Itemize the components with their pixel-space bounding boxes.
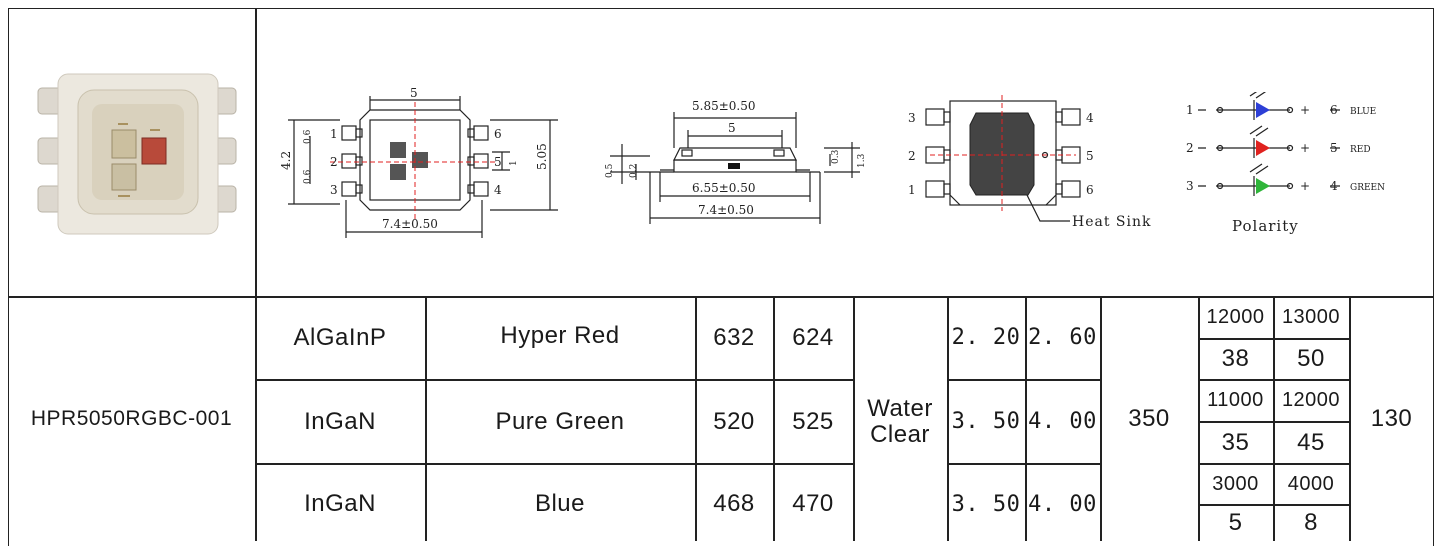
wl-min-cell: 468 <box>713 490 755 517</box>
image-row <box>8 8 1434 298</box>
dim-bottom: 7.4±0.50 <box>382 217 438 231</box>
top-view-drawing: 5 7.4±0.50 4.2 5.05 0.6 0.6 1 1 2 3 4 5 … <box>279 86 558 238</box>
side-dim: 6.55±0.50 <box>692 181 756 195</box>
lm-max-cell: 45 <box>1297 428 1325 456</box>
vf-min-cell: 2. 20 <box>951 325 1021 350</box>
pin-label: 6 <box>494 127 502 141</box>
pin-label: 3 <box>330 183 338 197</box>
material-cell: InGaN <box>304 490 376 517</box>
green-led-symbol <box>1256 178 1270 194</box>
spec-table <box>8 296 1434 546</box>
iv-min-cell: 11000 <box>1207 389 1264 411</box>
color-cell: Blue <box>534 490 586 517</box>
pol-left: 1 <box>1186 103 1194 117</box>
svg-text:+: + <box>1300 179 1310 193</box>
pin-label: 2 <box>330 155 338 169</box>
pol-right: 4 <box>1330 179 1338 193</box>
vf-max-cell: 4. 00 <box>1028 491 1097 517</box>
blue-led-symbol <box>1256 102 1270 118</box>
wl-max-cell: 470 <box>792 490 834 517</box>
pin-label: 5 <box>1086 149 1094 163</box>
vf-min-cell: 3. 50 <box>951 491 1021 517</box>
vf-min-cell: 3. 50 <box>951 409 1021 434</box>
pin-label: 2 <box>908 149 916 163</box>
side-dim: 0.5 <box>605 163 615 178</box>
dim-top: 5 <box>410 86 418 100</box>
color-cell: Hyper Red <box>500 322 620 349</box>
vf-max-cell: 4. 00 <box>1028 409 1097 434</box>
side-dim: 5 <box>728 121 736 135</box>
pin-label: 1 <box>908 183 916 197</box>
pin-label: 5 <box>494 155 502 169</box>
pol-right: 6 <box>1330 103 1338 117</box>
side-dim: 0.3 <box>831 149 841 164</box>
dim-h3: 0.6 <box>303 169 313 184</box>
polarity-diagram: 1 2 3 + + + 6 5 4 BLUE RED GREEN Polarit… <box>1186 92 1385 235</box>
svg-text:+: + <box>1300 141 1310 155</box>
pin-label: 6 <box>1086 183 1094 197</box>
svg-text:+: + <box>1300 103 1310 117</box>
bottom-view-drawing: 3 2 1 4 5 6 Heat Sink <box>908 95 1152 230</box>
led-photo <box>37 73 237 235</box>
pol-left: 2 <box>1186 141 1194 155</box>
side-view-drawing: 5.85±0.50 5 6.55±0.50 7.4±0.50 0.5 0.2 0… <box>605 99 867 224</box>
lens-cell: Water Clear <box>853 380 947 464</box>
side-dim: 1.3 <box>857 153 867 168</box>
lm-min-cell: 35 <box>1221 428 1250 456</box>
iv-min-cell: 3000 <box>1212 472 1259 495</box>
lm-max-cell: 8 <box>1304 509 1318 536</box>
pin-label: 3 <box>908 111 916 125</box>
material-cell: InGaN <box>304 407 376 435</box>
wl-max-cell: 624 <box>792 323 834 351</box>
vf-max-cell: 2. 60 <box>1028 325 1097 350</box>
dim-h2: 0.6 <box>303 129 313 144</box>
pol-color: GREEN <box>1350 183 1385 193</box>
pol-color: BLUE <box>1350 107 1376 117</box>
angle-cell: 130 <box>1370 404 1413 432</box>
red-led-symbol <box>1256 140 1270 156</box>
side-dim: 0.2 <box>629 164 639 178</box>
iv-max-cell: 13000 <box>1281 305 1341 328</box>
wl-min-cell: 520 <box>713 407 755 435</box>
pin-label: 4 <box>494 183 502 197</box>
polarity-label: Polarity <box>1232 217 1299 235</box>
lens-line: Water <box>867 395 933 422</box>
lens-line: Clear <box>870 421 930 448</box>
heat-sink-label: Heat Sink <box>1072 214 1152 230</box>
iv-min-cell: 12000 <box>1206 305 1265 328</box>
wl-min-cell: 632 <box>713 323 755 351</box>
side-dim: 7.4±0.50 <box>698 203 754 217</box>
color-cell: Pure Green <box>495 407 625 435</box>
pol-left: 3 <box>1186 179 1194 193</box>
material-cell: AlGaInP <box>293 323 387 351</box>
pin-label: 1 <box>330 127 338 141</box>
lm-max-cell: 50 <box>1297 345 1325 372</box>
model-cell: HPR5050RGBC-001 <box>30 406 233 430</box>
pin-label: 4 <box>1086 111 1094 125</box>
current-cell: 350 <box>1128 404 1170 432</box>
iv-max-cell: 12000 <box>1281 389 1341 411</box>
pol-right: 5 <box>1330 141 1338 155</box>
dim-right-inner: 1 <box>509 160 519 166</box>
lm-min-cell: 5 <box>1228 509 1243 536</box>
pol-color: RED <box>1350 145 1371 155</box>
wl-max-cell: 525 <box>792 407 834 435</box>
dim-right: 5.05 <box>535 143 549 170</box>
lm-min-cell: 38 <box>1221 345 1250 372</box>
side-dim: 5.85±0.50 <box>692 99 756 113</box>
iv-max-cell: 4000 <box>1287 472 1335 495</box>
dim-h1: 4.2 <box>279 151 293 170</box>
